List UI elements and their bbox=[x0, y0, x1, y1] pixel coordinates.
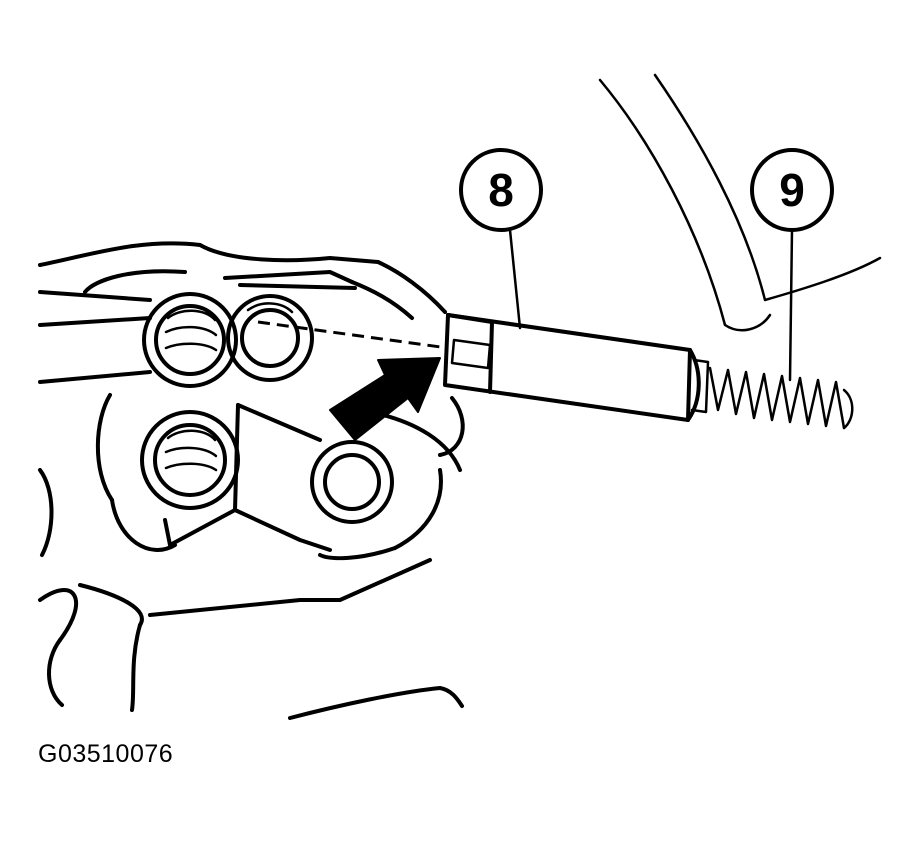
plunger bbox=[443, 313, 710, 422]
direction-arrow bbox=[329, 357, 441, 441]
figure-code: G03510076 bbox=[38, 740, 174, 768]
lower-left-port bbox=[140, 410, 240, 510]
callout-8: 8 bbox=[459, 148, 543, 330]
callout-9: 9 bbox=[750, 148, 834, 382]
cover-outline bbox=[598, 73, 882, 332]
lower-right-port bbox=[310, 440, 394, 524]
upper-right-port bbox=[226, 294, 314, 382]
upper-left-port bbox=[142, 292, 238, 388]
installation-path bbox=[257, 320, 449, 350]
callout-9-label: 9 bbox=[779, 164, 805, 216]
spring bbox=[708, 366, 854, 430]
callout-8-label: 8 bbox=[488, 164, 514, 216]
